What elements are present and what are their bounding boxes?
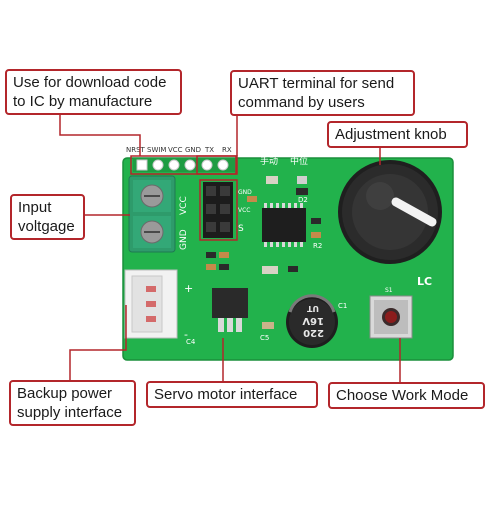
servo-header bbox=[203, 182, 233, 238]
manual-label: 手动 bbox=[260, 155, 278, 167]
programming-header-highlight bbox=[130, 155, 237, 175]
header-label-tx: TX bbox=[204, 146, 214, 154]
header-label-vcc: VCC bbox=[168, 146, 183, 154]
callout-servo-interface: Servo motor interface bbox=[146, 381, 318, 408]
microcontroller-chip bbox=[262, 203, 306, 247]
callout-download-line1: Use for download code bbox=[13, 74, 167, 91]
voltage-regulator bbox=[212, 288, 248, 332]
servo-gnd-label: GND bbox=[238, 189, 252, 196]
c4-label: C4 bbox=[186, 338, 196, 346]
callout-backup-line2: supply interface bbox=[17, 404, 123, 421]
work-mode-switch bbox=[369, 295, 413, 339]
callout-backup-line1: Backup power bbox=[17, 385, 113, 402]
header-label-gnd: GND bbox=[185, 146, 201, 154]
callout-uart-terminal: UART terminal for send command by users bbox=[230, 70, 415, 116]
highlight-boxes bbox=[130, 155, 238, 241]
plus-label: + bbox=[184, 282, 193, 295]
callout-work-mode: Choose Work Mode bbox=[328, 382, 485, 409]
callout-adjustment-knob: Adjustment knob bbox=[327, 121, 468, 148]
programming-header bbox=[133, 158, 235, 172]
electrolytic-capacitor bbox=[286, 294, 338, 348]
minus-label: - bbox=[184, 328, 188, 341]
center-label: 中位 bbox=[290, 155, 308, 167]
backup-power-connector bbox=[124, 269, 178, 339]
callout-download-code: Use for download code to IC by manufactu… bbox=[5, 69, 182, 115]
c5-label: C5 bbox=[260, 334, 269, 342]
terminal-vcc-label: VCC bbox=[179, 196, 189, 215]
terminal-gnd-label: GND bbox=[179, 229, 189, 250]
callout-mode-line1: Choose Work Mode bbox=[336, 387, 469, 404]
c1-label: C1 bbox=[338, 302, 347, 310]
callout-uart-line1: UART terminal for send bbox=[238, 75, 395, 92]
callout-uart-line2: command by users bbox=[238, 94, 365, 111]
header-label-rx: RX bbox=[222, 146, 232, 154]
callout-knob-line1: Adjustment knob bbox=[335, 126, 447, 143]
smd-components bbox=[206, 176, 321, 329]
callout-servo-line1: Servo motor interface bbox=[154, 386, 298, 403]
cap-value-label: 220 bbox=[303, 327, 324, 338]
servo-s-label: S bbox=[238, 224, 244, 234]
r2-label: R2 bbox=[313, 242, 322, 250]
d2-label: D2 bbox=[298, 196, 308, 204]
cap-voltage-label: 16V bbox=[302, 315, 324, 326]
leader-download bbox=[59, 115, 141, 156]
callout-input-voltage: Input voltgage bbox=[10, 194, 85, 240]
header-label-swim: SWIM bbox=[147, 146, 166, 154]
cap-series-label: UT bbox=[307, 304, 319, 313]
header-label-nrst: NRST bbox=[126, 146, 146, 154]
adjustment-knob bbox=[338, 160, 442, 264]
callout-download-line2: to IC by manufacture bbox=[13, 93, 153, 110]
uart-highlight bbox=[196, 155, 238, 175]
callout-input-line1: Input bbox=[18, 199, 52, 216]
callout-input-line2: voltgage bbox=[18, 218, 75, 235]
input-terminal-block bbox=[128, 175, 176, 253]
leader-lines bbox=[59, 111, 401, 384]
callout-backup-power: Backup power supply interface bbox=[9, 380, 136, 426]
leader-backup bbox=[69, 305, 127, 381]
servo-header-highlight bbox=[199, 179, 238, 241]
s1-label: S1 bbox=[385, 287, 393, 294]
servo-vcc-label: VCC bbox=[238, 207, 250, 214]
header-labels: NRST SWIM VCC GND TX RX bbox=[126, 146, 232, 154]
brand-mark: LC bbox=[417, 275, 432, 288]
